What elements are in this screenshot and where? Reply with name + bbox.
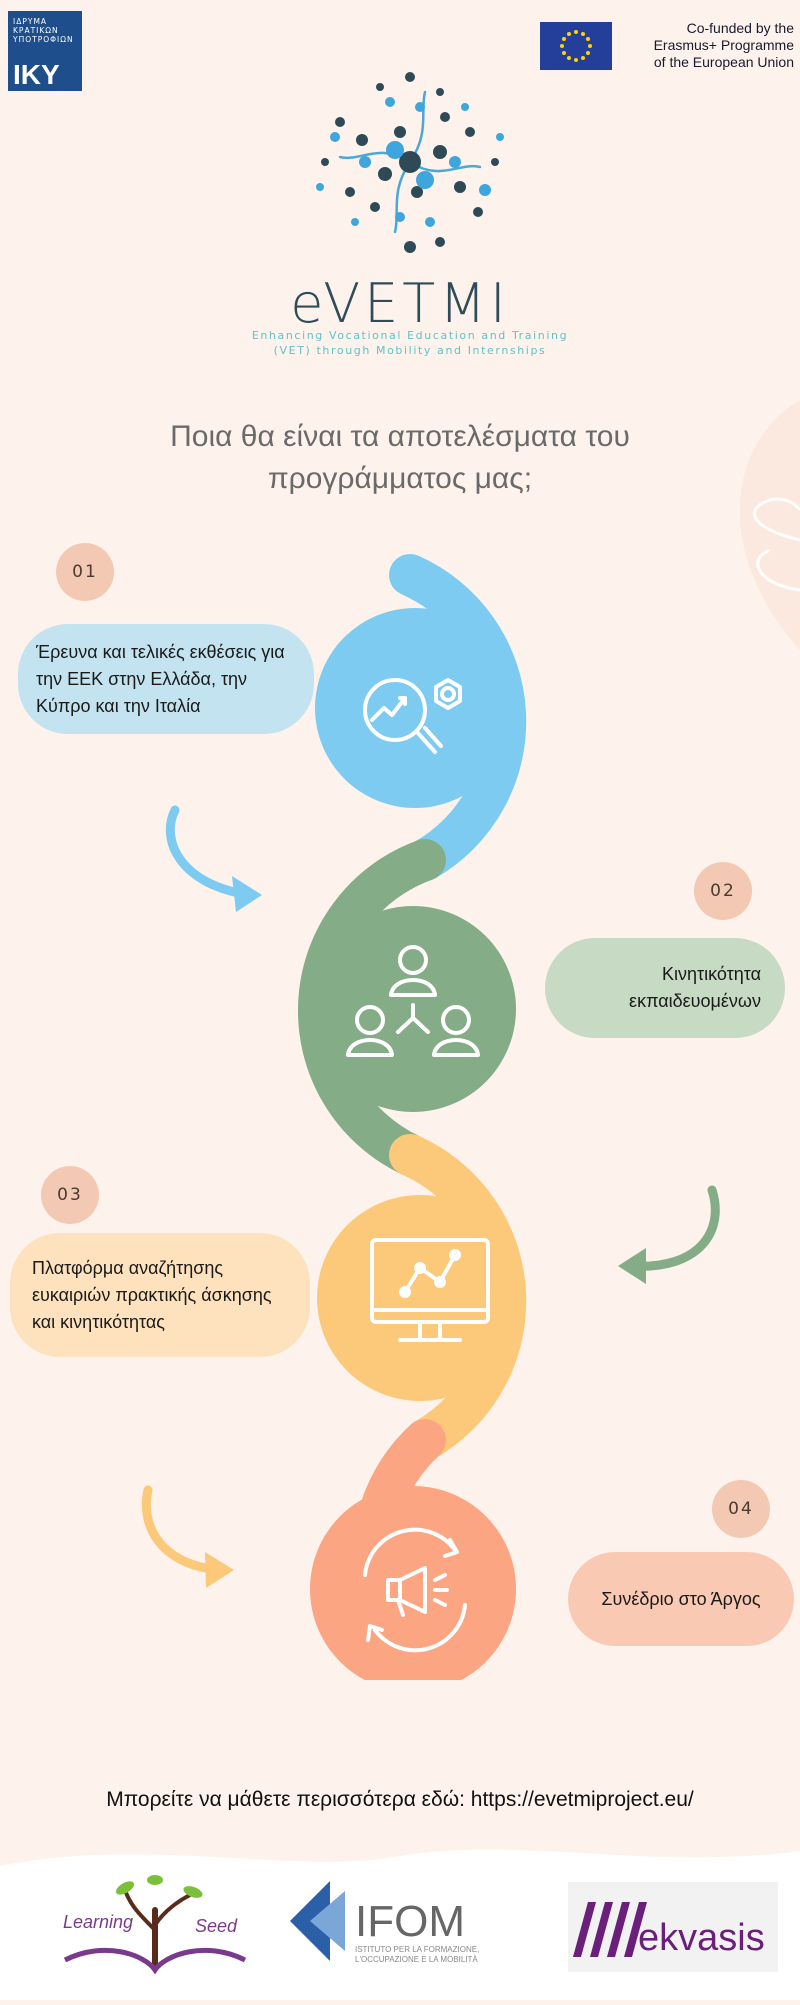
ifom-logo: IFOM ISTITUTO PER LA FORMAZIONE, L'OCCUP… bbox=[290, 1881, 479, 1964]
arrow-3-icon bbox=[141, 1485, 225, 1575]
iky-logo-text: IKY bbox=[13, 59, 60, 90]
step-number-04: 04 bbox=[712, 1480, 770, 1538]
ekvasis-logo: ekvasis bbox=[568, 1882, 778, 1972]
page-title: Ποια θα είναι τα αποτελέσματα του προγρά… bbox=[170, 420, 630, 495]
step-number-03: 03 bbox=[41, 1166, 99, 1224]
ifom-name: IFOM bbox=[355, 1897, 465, 1946]
step-circle-1 bbox=[315, 608, 515, 808]
steps-timeline bbox=[141, 554, 720, 1680]
iky-logo: ΙΔΡΥΜΑ ΚΡΑΤΙΚΩΝ ΥΠΟΤΡΟΦΙΩΝ IKY bbox=[8, 11, 82, 91]
eu-cofunded-text: Co-funded by the Erasmus+ Programme of t… bbox=[653, 20, 794, 70]
ekvasis-name: ekvasis bbox=[638, 1917, 765, 1959]
step-number-02: 02 bbox=[694, 862, 752, 920]
step-text-1: Έρευνα και τελικές εκθέσεις για την ΕΕΚ … bbox=[18, 624, 314, 734]
iky-logo-small-text: ΙΔΡΥΜΑ ΚΡΑΤΙΚΩΝ ΥΠΟΤΡΟΦΙΩΝ bbox=[13, 17, 74, 44]
monitor-chart-icon bbox=[370, 1238, 490, 1342]
learning-seed-word2: Seed bbox=[195, 1916, 238, 1936]
decorative-wave-shape bbox=[739, 400, 800, 650]
people-network-icon bbox=[346, 945, 480, 1057]
arrow-1-icon bbox=[165, 805, 255, 900]
step-circle-4 bbox=[310, 1486, 516, 1680]
project-website-link[interactable]: Μπορείτε να μάθετε περισσότερα εδώ: http… bbox=[106, 1788, 694, 1811]
learning-seed-word1: Learning bbox=[63, 1912, 133, 1932]
arrow-2-icon bbox=[627, 1185, 720, 1271]
step-text-4: Συνέδριο στο Άργος bbox=[568, 1552, 794, 1646]
brand-tagline: Enhancing Vocational Education and Train… bbox=[251, 329, 569, 357]
ifom-sub2: L'OCCUPAZIONE E LA MOBILITÀ bbox=[355, 1955, 478, 1964]
step-text-2: Κινητικότητα εκπαιδευομένων bbox=[545, 938, 785, 1038]
ifom-sub1: ISTITUTO PER LA FORMAZIONE, bbox=[355, 1945, 479, 1954]
megaphone-icon bbox=[363, 1527, 467, 1653]
learning-seed-logo: Learning Seed bbox=[63, 1875, 247, 1975]
research-search-icon bbox=[363, 678, 462, 754]
step-text-3: Πλατφόρμα αναζήτησης ευκαιριών πρακτικής… bbox=[10, 1233, 310, 1357]
step-number-01: 01 bbox=[56, 543, 114, 601]
brand-name: eVETMI bbox=[290, 272, 510, 335]
step-circle-3 bbox=[317, 1195, 523, 1401]
eu-flag-icon bbox=[540, 22, 612, 70]
evetmi-molecule-icon bbox=[316, 72, 504, 253]
